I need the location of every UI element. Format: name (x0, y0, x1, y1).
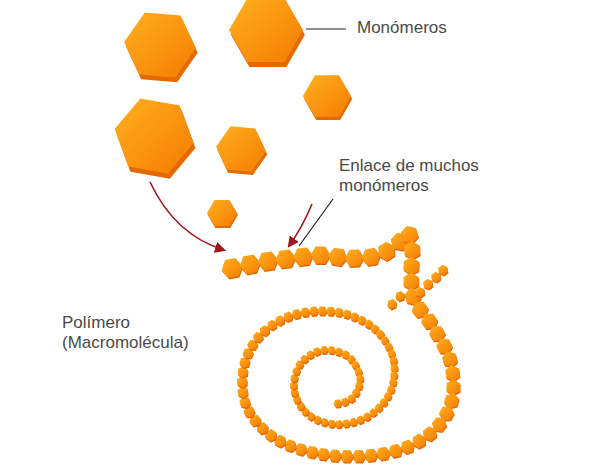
chain-monomer (311, 246, 331, 263)
chain-guide (232, 232, 453, 456)
chain-monomer (284, 439, 296, 452)
branch-monomer (387, 299, 396, 309)
polymer-label: Polímero (Macromolécula) (62, 313, 212, 353)
chain-monomer (351, 361, 359, 368)
monomer-hexagon (216, 126, 266, 171)
chain-monomer (403, 257, 419, 275)
chain-monomer (328, 248, 347, 266)
chain-monomer (328, 449, 341, 461)
chain-monomer (388, 350, 396, 358)
chain-monomer (275, 315, 284, 325)
monomer-label: Monómeros (357, 18, 557, 38)
chain-monomer (442, 352, 458, 368)
chain-monomer (313, 347, 321, 355)
chain-monomer (307, 350, 314, 358)
chain-monomer (335, 420, 343, 427)
chain-monomer (292, 309, 302, 319)
branch-monomer (438, 265, 448, 275)
chain-monomer (390, 356, 398, 364)
chain-monomer (356, 375, 363, 383)
chain-monomer (429, 326, 446, 341)
chain-monomer (401, 440, 414, 454)
chain-monomer (384, 393, 392, 400)
monomer-hexagon (124, 12, 196, 77)
chain-monomer (334, 308, 343, 317)
chain-monomer (378, 242, 394, 261)
chain-monomer (385, 343, 393, 351)
chain-monomer (387, 386, 395, 394)
chain-monomer (283, 312, 293, 322)
leader-line (306, 28, 346, 29)
chain-monomer (258, 252, 278, 271)
chain-monomer (343, 310, 352, 319)
monomer-hexagon (115, 98, 194, 173)
chain-monomer (320, 346, 328, 354)
chain-monomer (352, 450, 366, 462)
chain-monomer (391, 364, 398, 372)
chain-monomer (389, 378, 397, 386)
chain-monomer (318, 307, 328, 315)
chain-monomer (317, 448, 330, 460)
chain-monomer (404, 241, 420, 259)
chain-monomer (268, 320, 277, 330)
chain-monomer (381, 336, 390, 344)
chain-monomer (362, 248, 381, 266)
chain-monomer (421, 314, 438, 329)
branch-monomer (415, 287, 425, 297)
chain-monomer (358, 316, 366, 325)
reaction-arrow (289, 204, 312, 246)
bond-label: Enlace de muchos monómeros (339, 156, 519, 196)
monomer-hexagon (207, 200, 237, 226)
polymer-chain (222, 226, 461, 464)
chain-monomer (350, 312, 358, 321)
chain-monomer (327, 346, 335, 354)
chain-monomer (276, 250, 296, 269)
chain-monomer (293, 247, 313, 265)
chain-monomer (340, 450, 354, 462)
chain-monomer (404, 273, 419, 291)
leader-line (299, 199, 333, 246)
monomer-hexagon (229, 0, 303, 62)
chain-monomer (445, 365, 460, 381)
chain-monomer (444, 393, 459, 408)
chain-monomer (364, 449, 378, 462)
chain-monomer (446, 379, 460, 395)
chain-monomer (355, 382, 363, 390)
chain-monomer (240, 255, 260, 275)
chain-monomer (436, 339, 452, 354)
chain-monomer (306, 446, 319, 459)
chain-monomer (401, 226, 419, 243)
chain-monomer (439, 407, 454, 421)
chain-monomer (326, 307, 336, 316)
chain-monomer (334, 399, 342, 407)
branch-monomer (395, 291, 404, 301)
chain-monomer (300, 307, 310, 316)
chain-monomer (335, 348, 343, 356)
chain-monomer (309, 307, 319, 316)
reaction-arrow (150, 182, 224, 250)
chain-monomer (345, 250, 364, 267)
monomer-hexagon (303, 75, 351, 117)
monomer-group (115, 0, 353, 228)
chain-monomer (354, 368, 362, 376)
chain-monomer (222, 258, 243, 278)
chain-monomer (390, 371, 398, 379)
chain-monomer (376, 447, 390, 460)
branch-monomer (423, 279, 433, 289)
chain-monomer (389, 444, 403, 458)
